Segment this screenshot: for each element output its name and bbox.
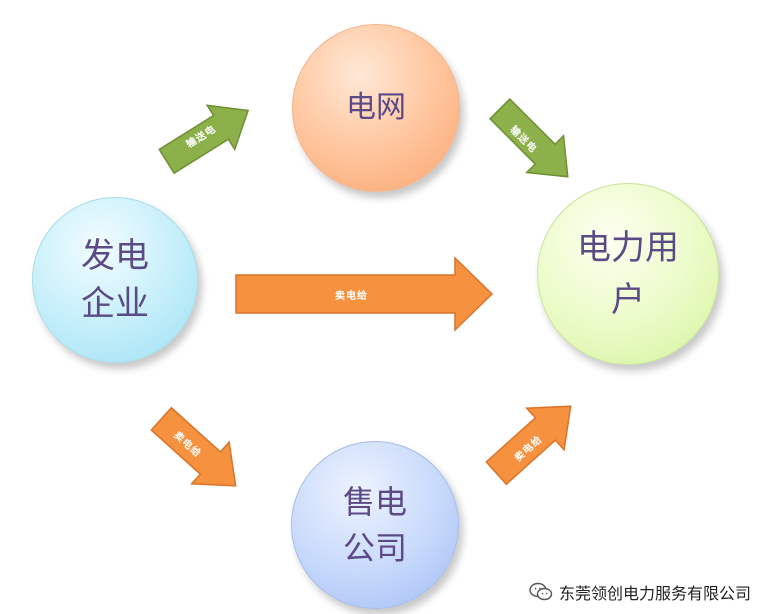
node-grid-label: 电网: [346, 90, 406, 125]
arrow-grid-to-user: [488, 97, 569, 178]
arrow-gen-to-grid: [158, 104, 250, 175]
watermark-text: 东莞领创电力服务有限公司: [558, 584, 751, 603]
node-power-user-label: 电力用 户: [577, 228, 679, 320]
arrow-label-gen-to-user: 卖电给: [335, 291, 368, 302]
node-power-user: 电力用 户: [537, 183, 719, 365]
arrow-gen-to-user: [235, 256, 494, 332]
arrow-retailer-to-user: [485, 405, 572, 486]
node-generation-company: 发电 企业: [32, 197, 198, 363]
wechat-icon: [529, 582, 553, 601]
node-retail-company: 售电 公司: [291, 441, 459, 609]
node-generation-company-label: 发电 企业: [81, 236, 149, 324]
arrow-gen-to-retailer: [150, 406, 237, 487]
node-retail-company-label: 售电 公司: [342, 483, 407, 567]
node-grid: 电网: [292, 24, 460, 192]
watermark: 东莞领创电力服务有限公司: [529, 580, 751, 604]
